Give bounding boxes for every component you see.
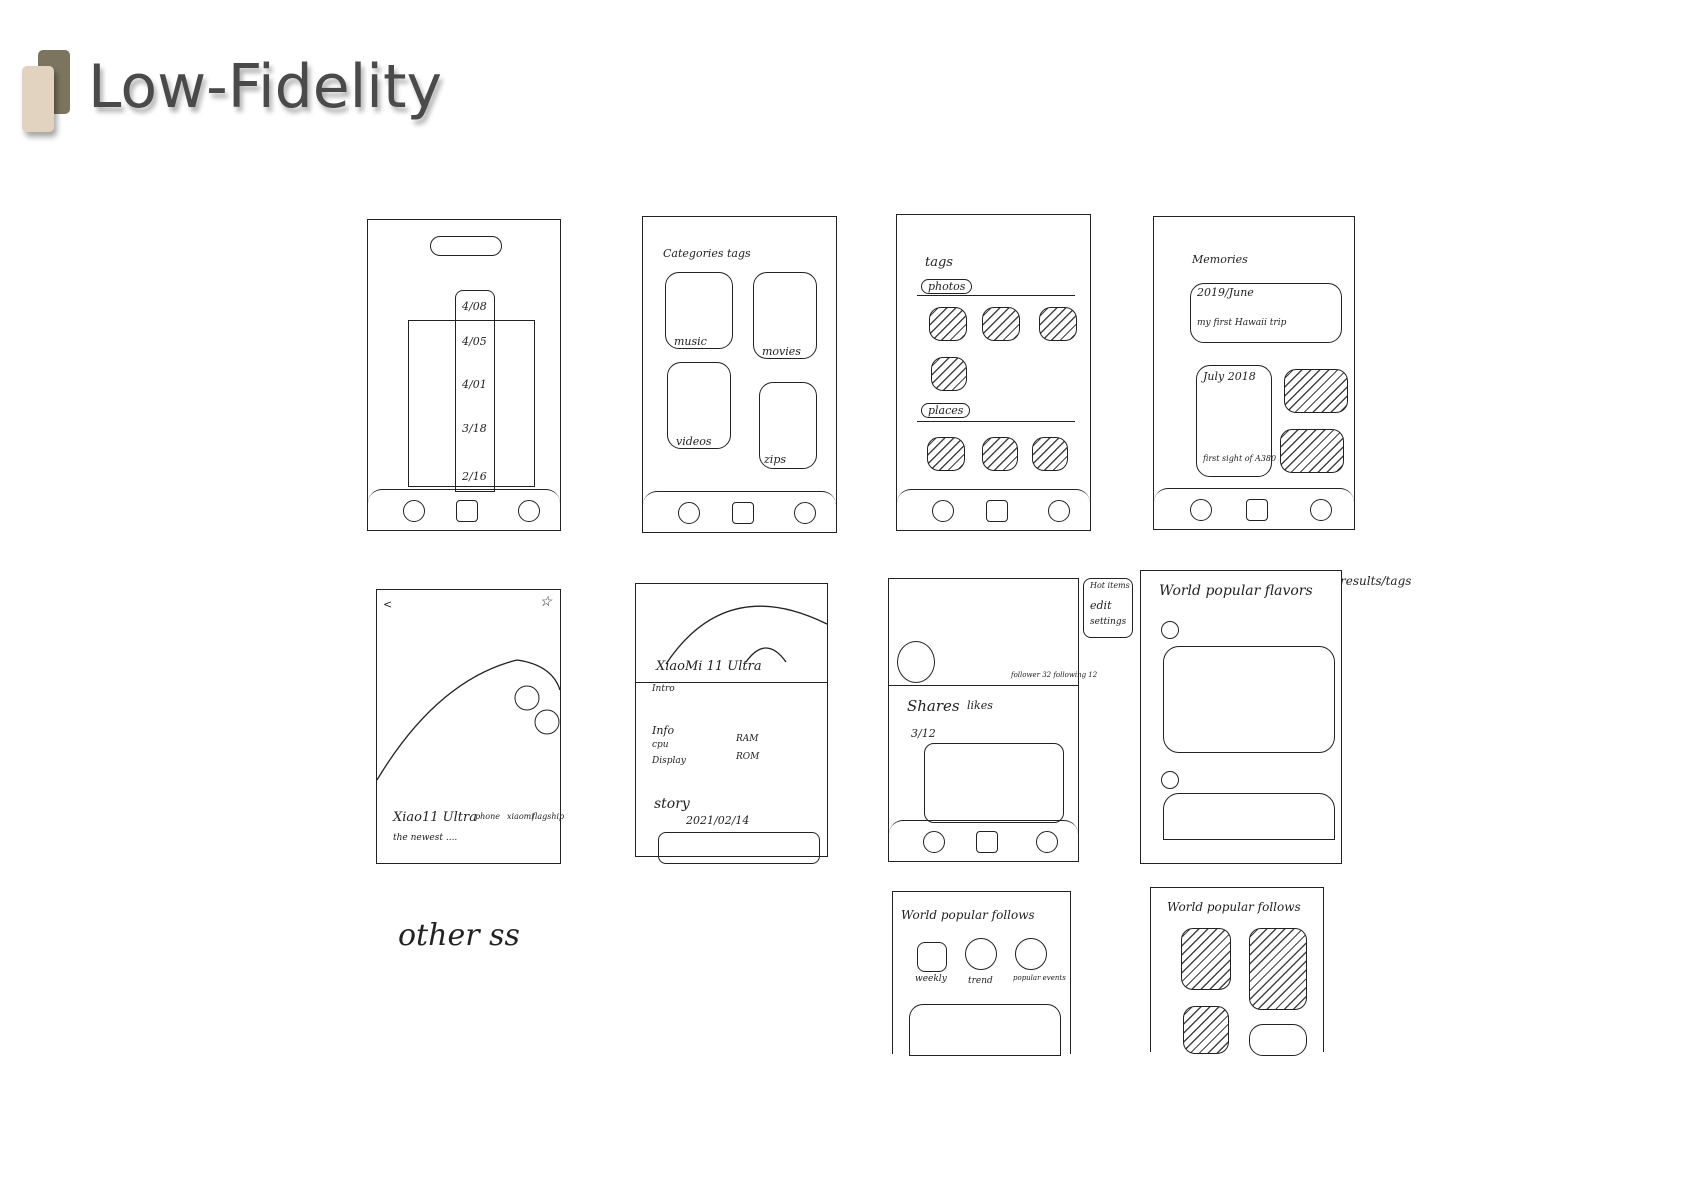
header-label: World popular flavors	[1159, 583, 1313, 599]
header-label: Memories	[1192, 253, 1248, 266]
header-label: World popular follows	[1167, 900, 1301, 914]
tile-videos: videos	[667, 362, 731, 449]
date-label: 3/18	[462, 422, 487, 435]
date-label: 4/05	[462, 335, 487, 348]
menu-item[interactable]: Hot items	[1090, 581, 1130, 590]
view-toggle	[430, 236, 502, 256]
slide-title: Low-Fidelity	[88, 52, 442, 122]
tile-music: music	[665, 272, 733, 349]
grid-icon	[456, 500, 479, 522]
memory-card: July 2018 first sight of A380	[1196, 365, 1276, 477]
other-note: other ss	[398, 918, 520, 953]
tab-bar	[889, 820, 1078, 861]
sketch-categories: Categories tags music movies videos zips	[642, 216, 837, 533]
calendar-grid	[408, 320, 535, 487]
tab-bar	[897, 489, 1090, 530]
date-label: 2/16	[462, 470, 487, 483]
avatar	[897, 641, 935, 683]
sketch-feed: World popular flavors	[1140, 570, 1342, 864]
tile-zips: zips	[759, 382, 817, 469]
sketch-tags: tags photos places	[896, 214, 1091, 531]
tag-places: places	[921, 403, 971, 418]
tab-bar	[643, 491, 836, 532]
tab-likes[interactable]: likes	[967, 699, 993, 712]
header-label: World popular follows	[901, 908, 1035, 922]
star-icon: ☆	[539, 594, 552, 610]
annotation-note: results/tags	[1340, 574, 1412, 588]
memory-card: 2019/June my first Hawaii trip	[1190, 283, 1342, 343]
tile-movies: movies	[753, 272, 817, 359]
product-name: Xiao11 Ultra	[393, 810, 477, 825]
tag-photos: photos	[921, 279, 973, 294]
header-label: tags	[925, 255, 953, 270]
sketch-profile: follower 32 following 12 Shares likes 3/…	[888, 578, 1097, 862]
user-icon	[517, 500, 540, 522]
overflow-menu: Hot items edit settings	[1083, 578, 1133, 638]
header-label: Categories tags	[663, 247, 751, 260]
sketch-popular-grid: World popular follows	[1150, 887, 1324, 1056]
sketch-product: < ☆ Xiao11 Ultra phone xiaomi flagship t…	[376, 589, 564, 864]
date-label: 4/08	[462, 300, 487, 313]
menu-item[interactable]: edit	[1090, 599, 1112, 612]
sketch-timeline: 4/08 4/05 4/01 3/18 2/16	[367, 219, 561, 531]
back-icon: <	[383, 598, 393, 611]
product-name: XiaoMi 11 Ultra	[656, 659, 762, 674]
sketch-memories: Memories 2019/June my first Hawaii trip …	[1153, 216, 1355, 530]
sketch-product-detail: XiaoMi 11 Ultra Intro Info cpu RAM Displ…	[635, 583, 828, 864]
tab-shares[interactable]: Shares	[907, 697, 960, 715]
decor-block-light	[22, 66, 54, 132]
sketch-popular: World popular follows weekly trend popul…	[892, 891, 1071, 1056]
planet-icon	[402, 500, 425, 522]
menu-item[interactable]: settings	[1090, 617, 1127, 627]
tab-bar	[368, 489, 560, 530]
tab-bar	[1154, 488, 1354, 529]
date-label: 4/01	[462, 378, 487, 391]
